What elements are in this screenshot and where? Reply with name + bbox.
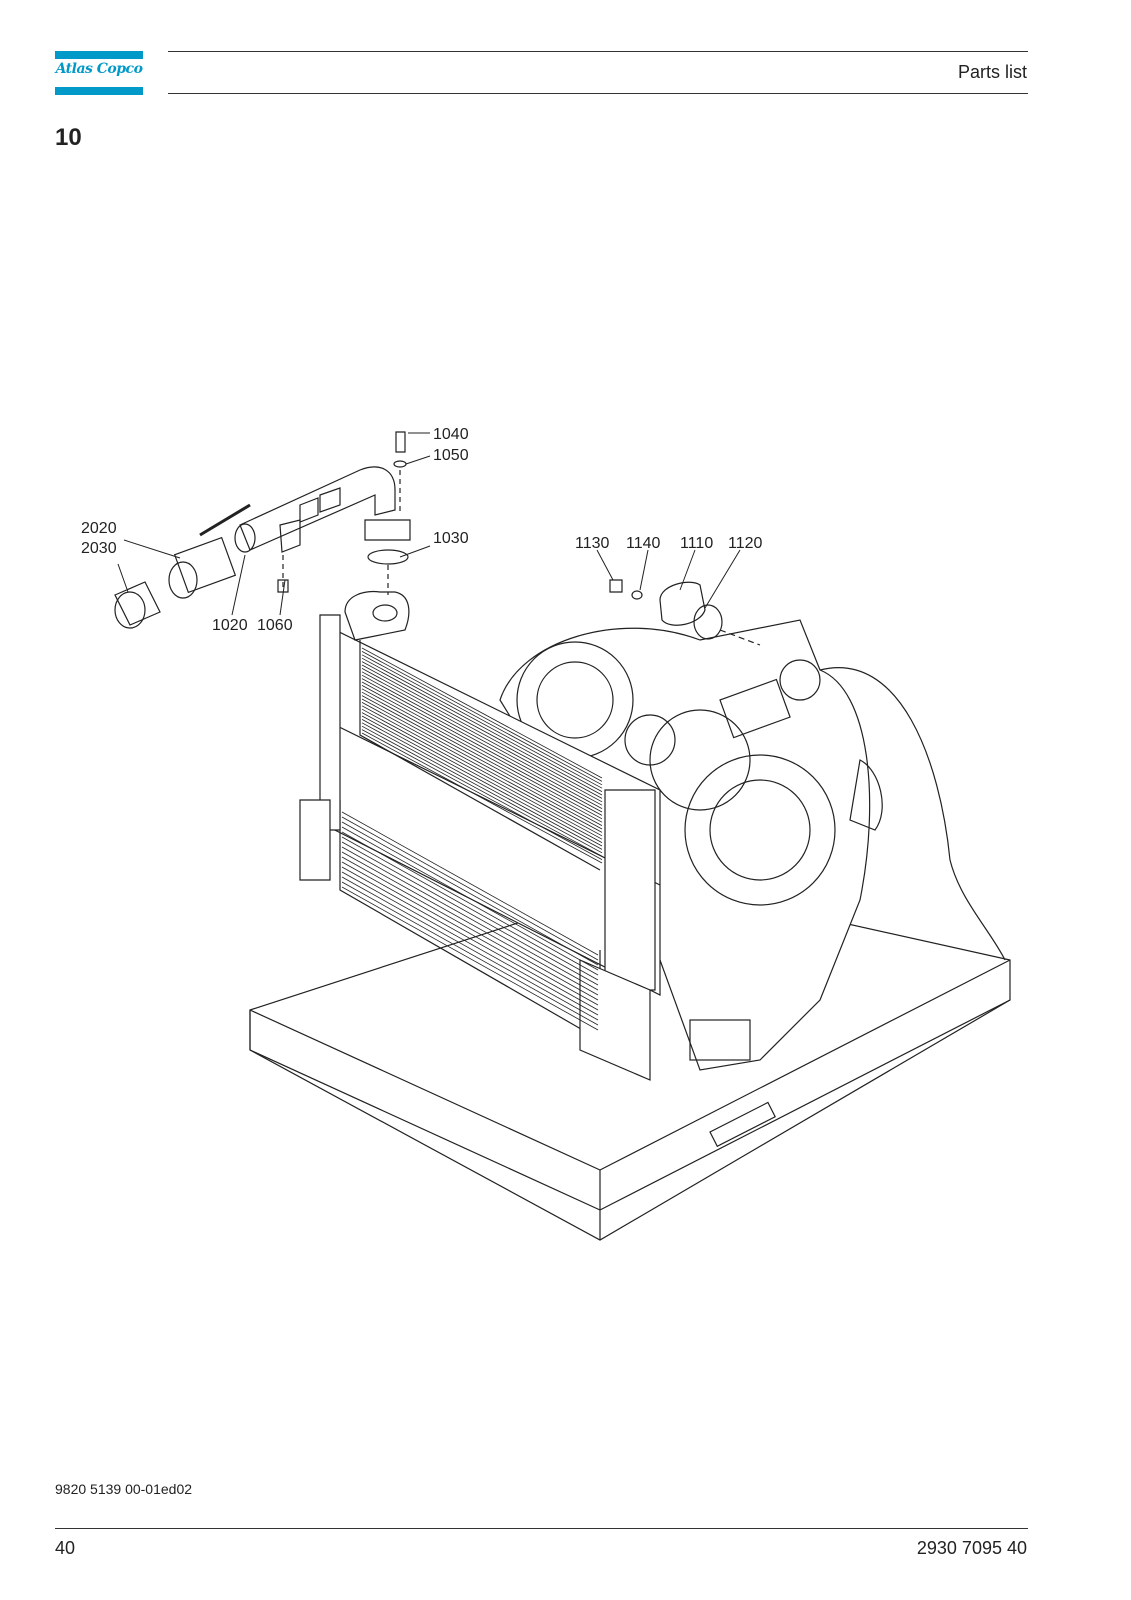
logo-bar-bottom [55, 87, 143, 95]
callout-2020: 2020 [81, 520, 117, 537]
callout-1040: 1040 [433, 426, 469, 443]
logo-bar-top [55, 51, 143, 59]
callout-1130: 1130 [575, 535, 610, 552]
header-title: Parts list [957, 62, 1027, 82]
callout-1050: 1050 [433, 447, 469, 464]
section-number: 10 [55, 124, 82, 151]
ball-valve [114, 503, 251, 629]
callout-1030: 1030 [433, 530, 469, 547]
callout-1120: 1120 [728, 535, 763, 552]
footer-rule [55, 1528, 1028, 1529]
callout-1140: 1140 [626, 535, 661, 552]
leader-lines [117, 432, 741, 616]
callout-1060: 1060 [257, 617, 293, 634]
logo-wordmark: Atlas Copco [55, 61, 143, 77]
compressor-body [499, 619, 1006, 1071]
header-rule-top [168, 51, 1028, 52]
header-rule-bottom [168, 93, 1028, 94]
callout-1020: 1020 [212, 617, 248, 634]
callout-2030: 2030 [81, 540, 117, 557]
callout-labels: 1040 1050 1030 2020 2030 1020 1060 1130 … [81, 426, 763, 634]
cooler-fins [341, 647, 603, 1031]
part-number: 2930 7095 40 [916, 1538, 1027, 1558]
page-number: 40 [55, 1538, 76, 1558]
callout-1110: 1110 [680, 535, 713, 552]
atlas-copco-logo: Atlas Copco [55, 51, 143, 95]
document-code: 9820 5139 00-01ed02 [55, 1481, 193, 1497]
cover-parts [609, 579, 761, 646]
pipe-assembly [234, 431, 411, 641]
